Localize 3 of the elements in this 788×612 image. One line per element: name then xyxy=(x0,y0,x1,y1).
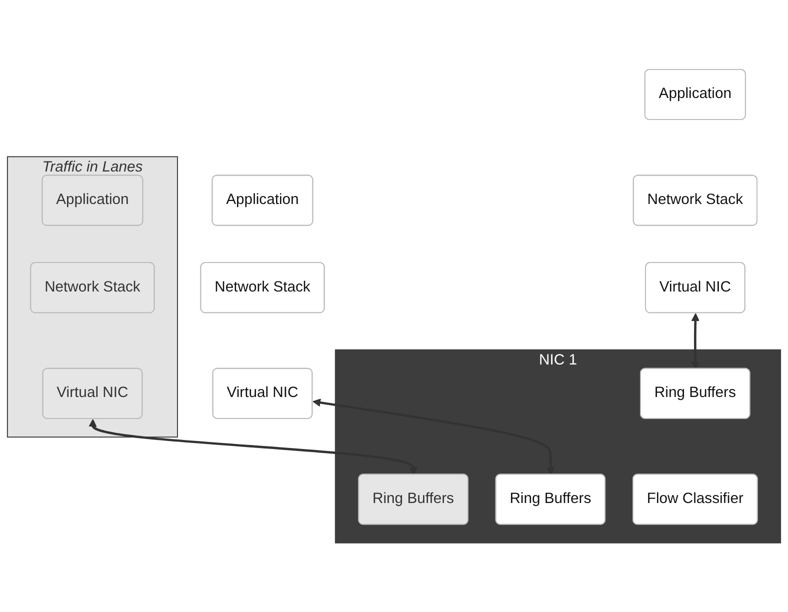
arrow xyxy=(312,398,555,475)
arrow xyxy=(691,312,700,370)
arrow xyxy=(88,418,418,475)
